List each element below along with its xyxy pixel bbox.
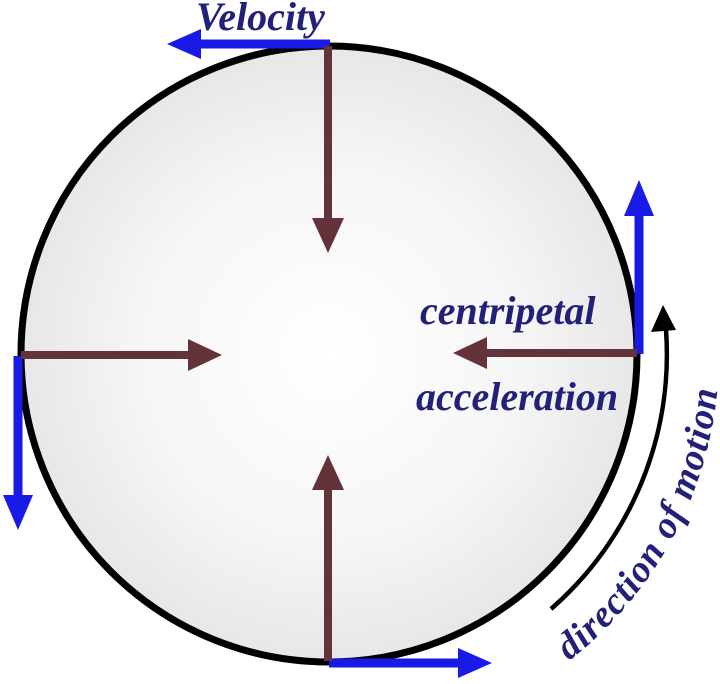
velocity-arrow-left xyxy=(3,356,33,530)
velocity-arrow-right xyxy=(624,180,654,354)
direction-of-motion-arrow-shaft xyxy=(549,329,670,611)
velocity-arrow-right-head xyxy=(624,180,654,216)
centripetal-arrow-from-left-head xyxy=(188,339,222,371)
centripetal-label-line1: centripetal xyxy=(420,288,596,333)
velocity-arrow-bottom-head xyxy=(458,648,492,678)
centripetal-arrow-from-top-head xyxy=(312,218,344,253)
centripetal-arrow-from-right xyxy=(453,337,637,369)
velocity-arrow-left-head xyxy=(3,495,33,530)
velocity-arrow-top-head xyxy=(167,29,201,59)
centripetal-arrow-from-left xyxy=(21,339,222,371)
direction-of-motion-arrow-head xyxy=(651,305,676,332)
centripetal-arrow-from-right-head xyxy=(453,337,487,369)
centripetal-arrow-from-bottom xyxy=(312,455,344,661)
centripetal-label-line2: acceleration xyxy=(416,374,618,419)
velocity-arrow-top xyxy=(167,29,330,59)
centripetal-arrow-from-bottom-head xyxy=(312,455,344,490)
centripetal-arrow-from-top xyxy=(312,46,344,253)
direction-of-motion-arrow xyxy=(549,305,676,611)
velocity-label: Velocity xyxy=(196,0,325,39)
velocity-arrow-bottom xyxy=(329,648,492,678)
